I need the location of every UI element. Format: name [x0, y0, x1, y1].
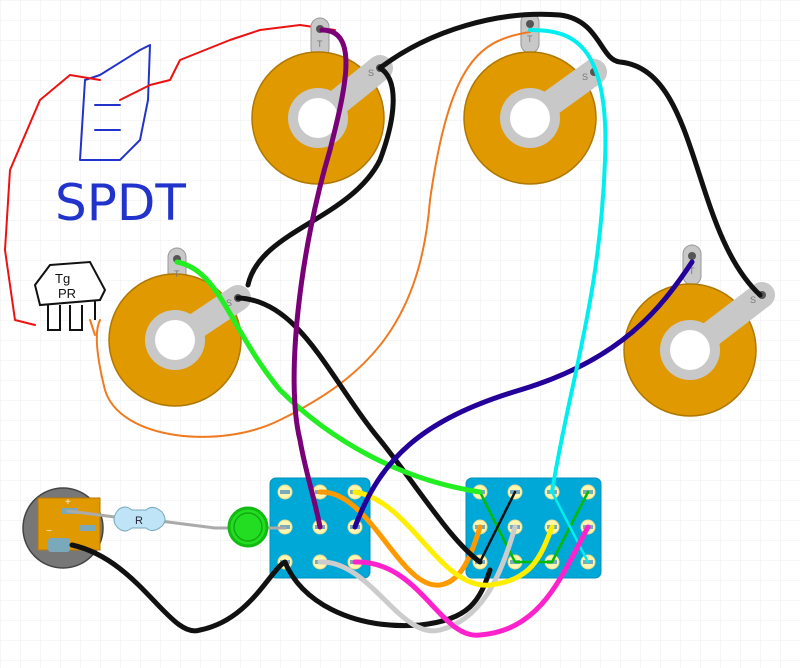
gray-wire [317, 524, 518, 634]
black-wire-pot4 [377, 11, 763, 298]
switch-sketch [79, 44, 151, 161]
black-wire-pot3 [235, 295, 483, 565]
black-wire-pot1 [245, 65, 396, 288]
red-sketch-wire [119, 24, 336, 101]
terminal-board-right [465, 477, 602, 579]
orange-wire [95, 31, 531, 438]
cyan-jumper [550, 490, 590, 564]
tip-label: T [527, 34, 533, 44]
orange-wire-end [89, 319, 96, 336]
wires [69, 11, 763, 638]
toggle-sketch [33, 260, 107, 331]
jack-minus-lug [80, 525, 96, 531]
purple-wire [291, 27, 349, 530]
sleeve-label: S [582, 72, 588, 82]
resistor-label: R [135, 515, 143, 527]
black-jumper [478, 490, 517, 564]
terminal-hole[interactable] [277, 484, 293, 500]
tip-label: T [689, 266, 695, 276]
pot-shaft-hole [510, 98, 550, 138]
tip-hole [526, 20, 534, 28]
handwritten-notes: SPDT Tg PR [4, 24, 336, 331]
green-wire [174, 259, 483, 495]
resistor[interactable]: R [113, 506, 166, 532]
pot-shaft-hole [155, 320, 195, 360]
cyan-wire [528, 28, 608, 494]
spdt-label: SPDT [55, 174, 186, 232]
led-inner-ring [233, 512, 263, 542]
output-jack[interactable]: + − [22, 487, 104, 569]
pot-shaft-hole [298, 98, 338, 138]
tip-label: T [317, 39, 323, 49]
jack-sleeve-lug [48, 538, 70, 552]
magenta-wire [352, 524, 591, 638]
red-sketch-wire-2 [4, 74, 101, 326]
toggle-label-1: Tg [55, 271, 70, 286]
sleeve-label: S [368, 68, 374, 78]
potentiometer[interactable]: TS [108, 247, 251, 407]
blue-wire [352, 259, 695, 530]
sleeve-label: S [750, 295, 756, 305]
orange-jumper [317, 489, 483, 588]
tip-hole [688, 252, 696, 260]
pot-shaft-hole [670, 330, 710, 370]
yellow-wire [352, 489, 555, 588]
tip-label: T [174, 269, 180, 279]
potentiometer[interactable]: TS [463, 12, 607, 185]
minus-label: − [46, 526, 52, 537]
toggle-label-2: PR [58, 286, 76, 301]
sleeve-label: S [226, 298, 232, 308]
plus-label: + [65, 497, 71, 508]
